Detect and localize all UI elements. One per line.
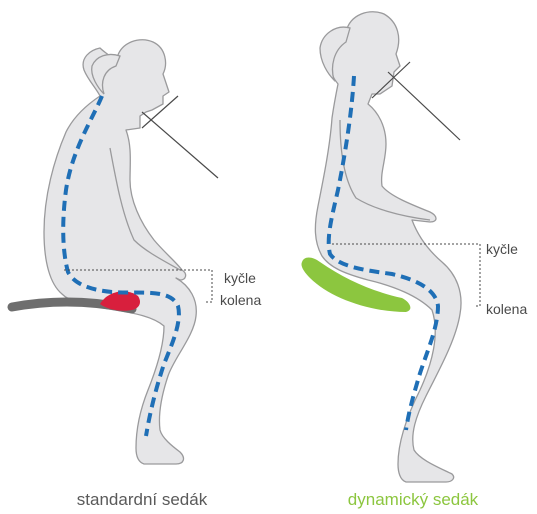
sightline-extension (142, 112, 218, 178)
dynamic-seat-caption: dynamický sedák (348, 490, 479, 509)
sightline-extension (388, 72, 460, 140)
standard-seat-figure: kyčle kolena standardní sedák (12, 40, 261, 509)
hip-label: kyčle (486, 241, 518, 257)
hip-label: kyčle (224, 270, 256, 286)
dynamic-seat-figure: kyčle kolena dynamický sedák (301, 12, 527, 509)
knee-label: kolena (220, 292, 261, 308)
slouched-body-silhouette (44, 40, 196, 464)
knee-label: kolena (486, 301, 527, 317)
standard-seat-caption: standardní sedák (77, 490, 208, 509)
